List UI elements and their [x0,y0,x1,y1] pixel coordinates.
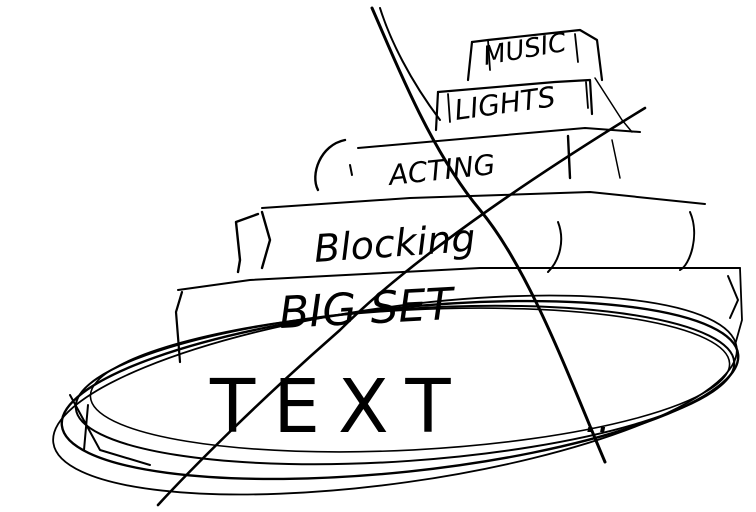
text-ellipses [52,294,740,496]
label-music: MUSIC [481,28,570,72]
label-lights: LIGHTS [452,80,557,127]
cross-out-lines [156,6,647,507]
label-big-set: BIG SET [278,279,457,339]
tier-big-set [174,267,743,364]
trailing-dots: .. [585,396,610,442]
label-blocking: Blocking [313,216,477,271]
tier-music [466,28,604,82]
label-acting: ACTING [385,148,497,192]
label-text: TEXT [209,364,469,450]
tier-lights [434,77,633,133]
tier-blocking [234,191,706,274]
